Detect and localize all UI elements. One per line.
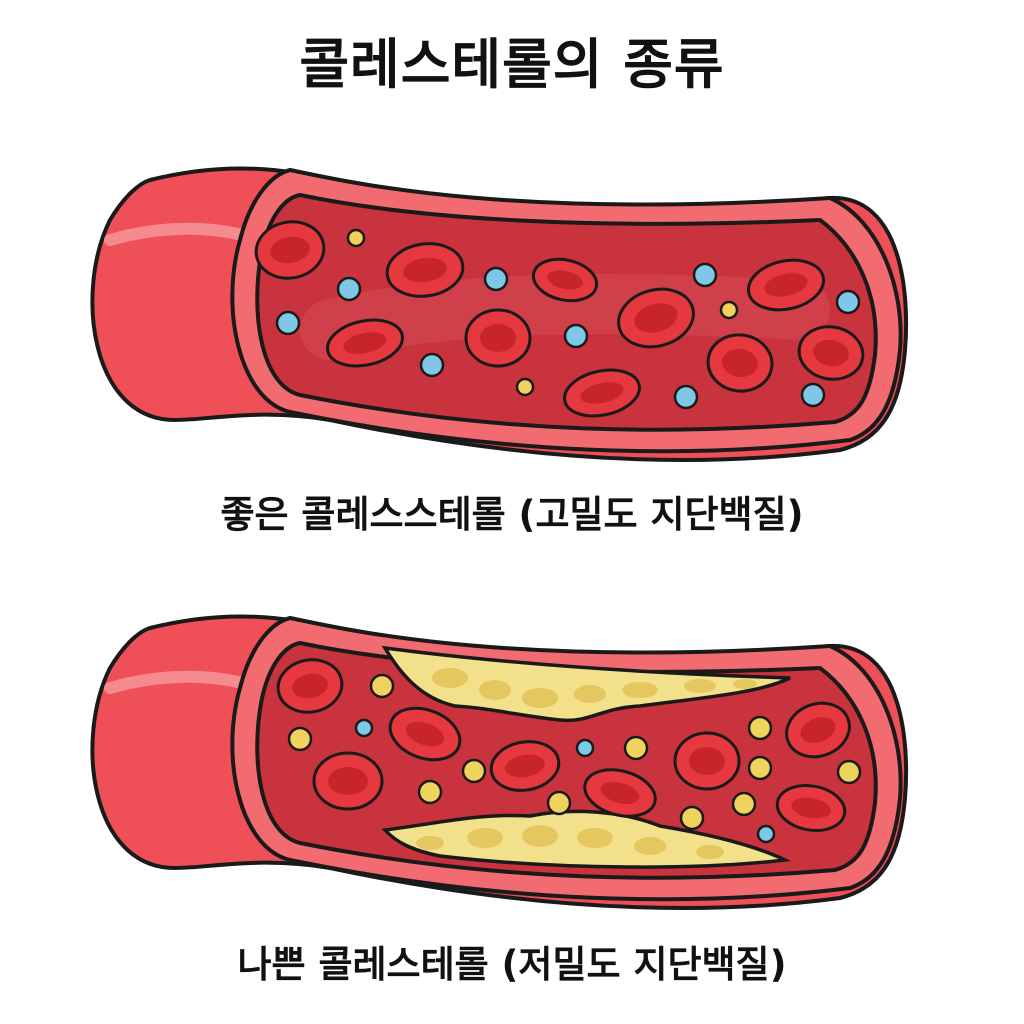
hdl-particle xyxy=(835,289,861,315)
ldl-particle xyxy=(546,790,572,816)
red-blood-cell xyxy=(706,333,774,393)
red-blood-cell xyxy=(617,287,695,349)
yellow-particle xyxy=(346,228,366,248)
hdl-particle xyxy=(563,323,589,349)
red-blood-cell xyxy=(464,308,532,368)
good-cholesterol-vessel xyxy=(90,166,909,462)
ldl-particle xyxy=(287,726,313,752)
red-blood-cell xyxy=(254,220,326,280)
hdl-particle xyxy=(483,266,509,292)
red-blood-cell xyxy=(673,731,741,791)
hdl-particle xyxy=(336,276,362,302)
page-title: 콜레스테롤의 종류 xyxy=(299,33,725,96)
ldl-particle xyxy=(731,791,757,817)
blue-particle xyxy=(575,738,595,758)
hdl-particle xyxy=(275,310,301,336)
red-blood-cell xyxy=(797,325,865,381)
hdl-particle xyxy=(692,262,718,288)
hdl-particle xyxy=(800,382,826,408)
plaque-top-spots xyxy=(432,668,757,708)
good-cholesterol-caption: 좋은 콜레스스테롤 (고밀도 지단백질) xyxy=(220,493,804,536)
hdl-particles xyxy=(275,262,861,410)
yellow-particle xyxy=(515,377,535,397)
ldl-particle xyxy=(747,715,773,741)
red-blood-cell xyxy=(583,768,657,818)
ldl-particle xyxy=(369,673,395,699)
red-blood-cell xyxy=(276,658,344,714)
red-blood-cell xyxy=(388,706,462,762)
red-blood-cell xyxy=(746,258,826,312)
red-blood-cell xyxy=(489,740,561,792)
ldl-particles xyxy=(287,673,862,831)
ldl-particle xyxy=(747,755,773,781)
blue-particle xyxy=(756,824,776,844)
ldl-particle xyxy=(417,779,443,805)
plaque-bottom-spots xyxy=(416,825,724,859)
red-blood-cell xyxy=(531,257,599,303)
ldl-particle xyxy=(836,759,862,785)
red-blood-cell xyxy=(326,318,404,368)
bad-cholesterol-caption: 나쁜 콜레스테롤 (저밀도 지단백질) xyxy=(237,943,787,986)
red-blood-cell xyxy=(775,784,847,832)
yellow-particle xyxy=(719,300,739,320)
red-blood-cell xyxy=(563,368,641,418)
hdl-particle xyxy=(419,352,445,378)
bad-cholesterol-vessel xyxy=(90,614,909,910)
blue-particle xyxy=(354,718,374,738)
ldl-particle xyxy=(461,758,487,784)
red-blood-cells xyxy=(276,658,851,832)
red-blood-cells xyxy=(254,220,865,418)
red-blood-cell xyxy=(385,242,465,298)
plaque-top xyxy=(381,645,791,723)
hdl-particle xyxy=(673,384,699,410)
red-blood-cell xyxy=(785,701,851,759)
blue-particles xyxy=(354,718,776,844)
red-blood-cell xyxy=(312,751,384,811)
yellow-particles xyxy=(346,228,739,397)
ldl-particle xyxy=(623,735,649,761)
ldl-particle xyxy=(679,805,705,831)
